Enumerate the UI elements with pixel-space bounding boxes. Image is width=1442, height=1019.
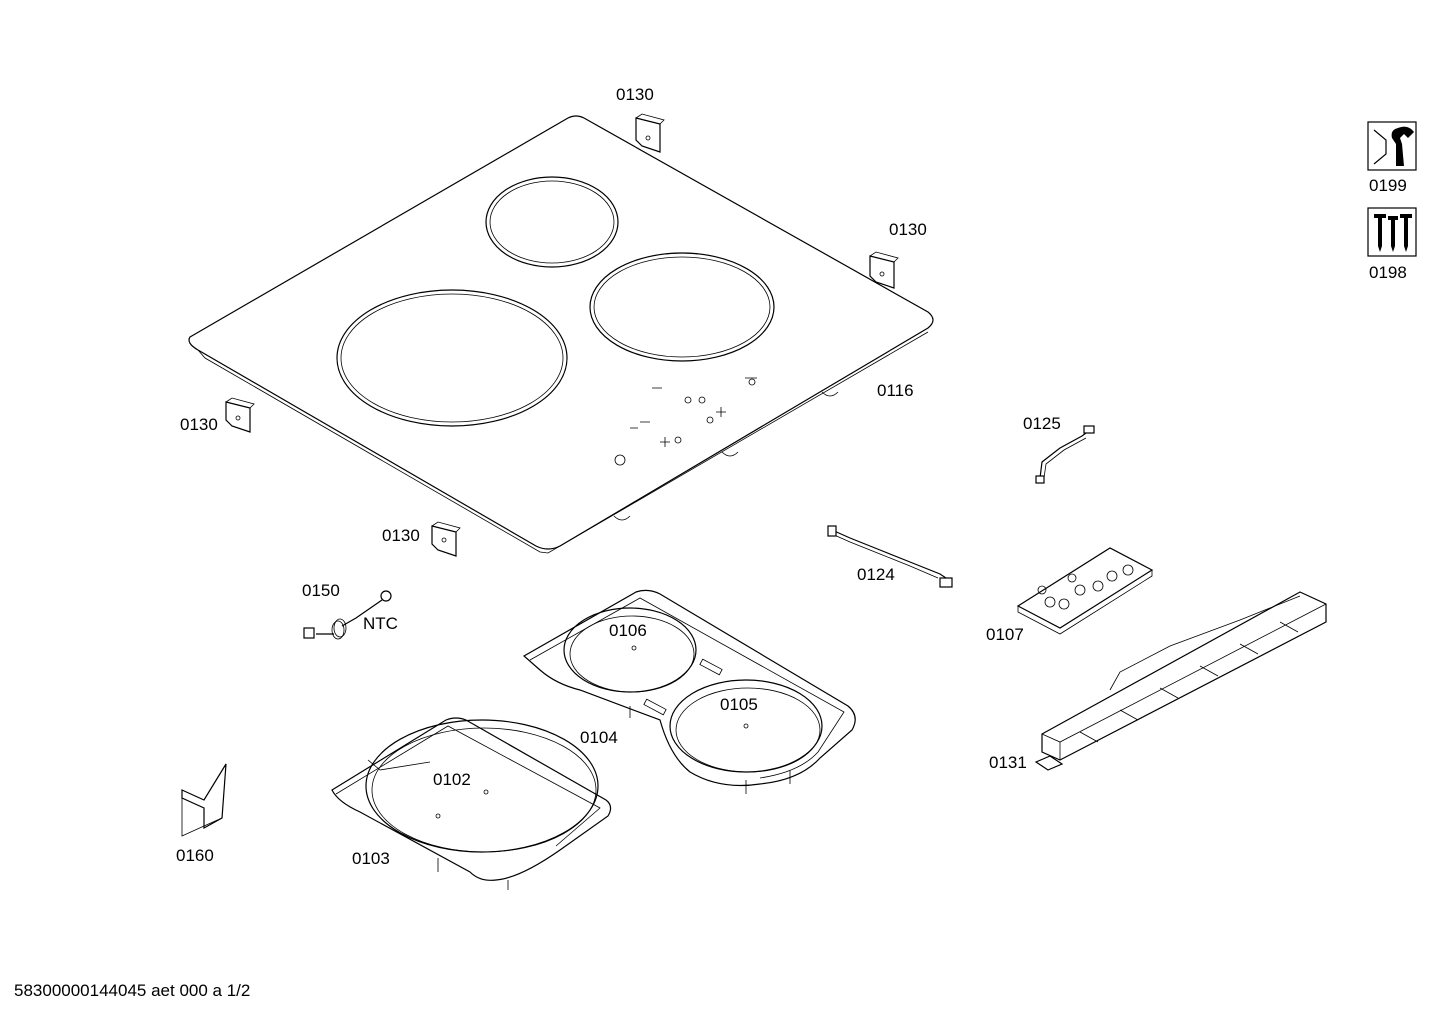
- label-0107: 0107: [986, 625, 1024, 644]
- cable-0125: [1035, 425, 1095, 484]
- label-0103: 0103: [352, 849, 390, 868]
- coil-0102: [365, 719, 599, 853]
- carrier-plate-0104: [522, 589, 856, 787]
- clip-0130-bottom: [431, 521, 461, 557]
- label-0198: 0198: [1369, 263, 1407, 282]
- label-0130-bottom: 0130: [382, 526, 420, 545]
- label-0150: 0150: [302, 581, 340, 600]
- label-0125: 0125: [1023, 414, 1061, 433]
- clip-0130-right: [869, 251, 899, 289]
- label-0130-right: 0130: [889, 220, 927, 239]
- control-board-0107: [1016, 547, 1154, 635]
- label-0199: 0199: [1369, 176, 1407, 195]
- ntc-sensor-0150: [303, 590, 392, 640]
- label-0105: 0105: [720, 695, 758, 714]
- repair-tool-icon: [1367, 121, 1417, 171]
- label-0130-left: 0130: [180, 415, 218, 434]
- label-0124: 0124: [857, 565, 895, 584]
- coil-0106: [563, 607, 697, 693]
- cable-0124: [827, 525, 953, 588]
- label-ntc: NTC: [363, 614, 398, 633]
- label-0104: 0104: [580, 728, 618, 747]
- clip-0130-top: [635, 113, 665, 153]
- label-0131: 0131: [989, 753, 1027, 772]
- label-0102: 0102: [433, 770, 471, 789]
- clip-0130-left: [225, 397, 255, 433]
- label-0116: 0116: [877, 381, 914, 400]
- screws-icon: [1367, 207, 1417, 257]
- label-0160: 0160: [176, 846, 214, 865]
- label-0130-top: 0130: [616, 85, 654, 104]
- hob-glass-top: [188, 115, 934, 554]
- carrier-plate-0103: [331, 717, 612, 890]
- bracket-0160: [181, 763, 227, 837]
- label-0106: 0106: [609, 621, 647, 640]
- frame-rail-0131: [1034, 591, 1327, 771]
- coil-0105: [629, 679, 823, 794]
- document-footer: 58300000144045 aet 000 a 1/2: [14, 981, 251, 1000]
